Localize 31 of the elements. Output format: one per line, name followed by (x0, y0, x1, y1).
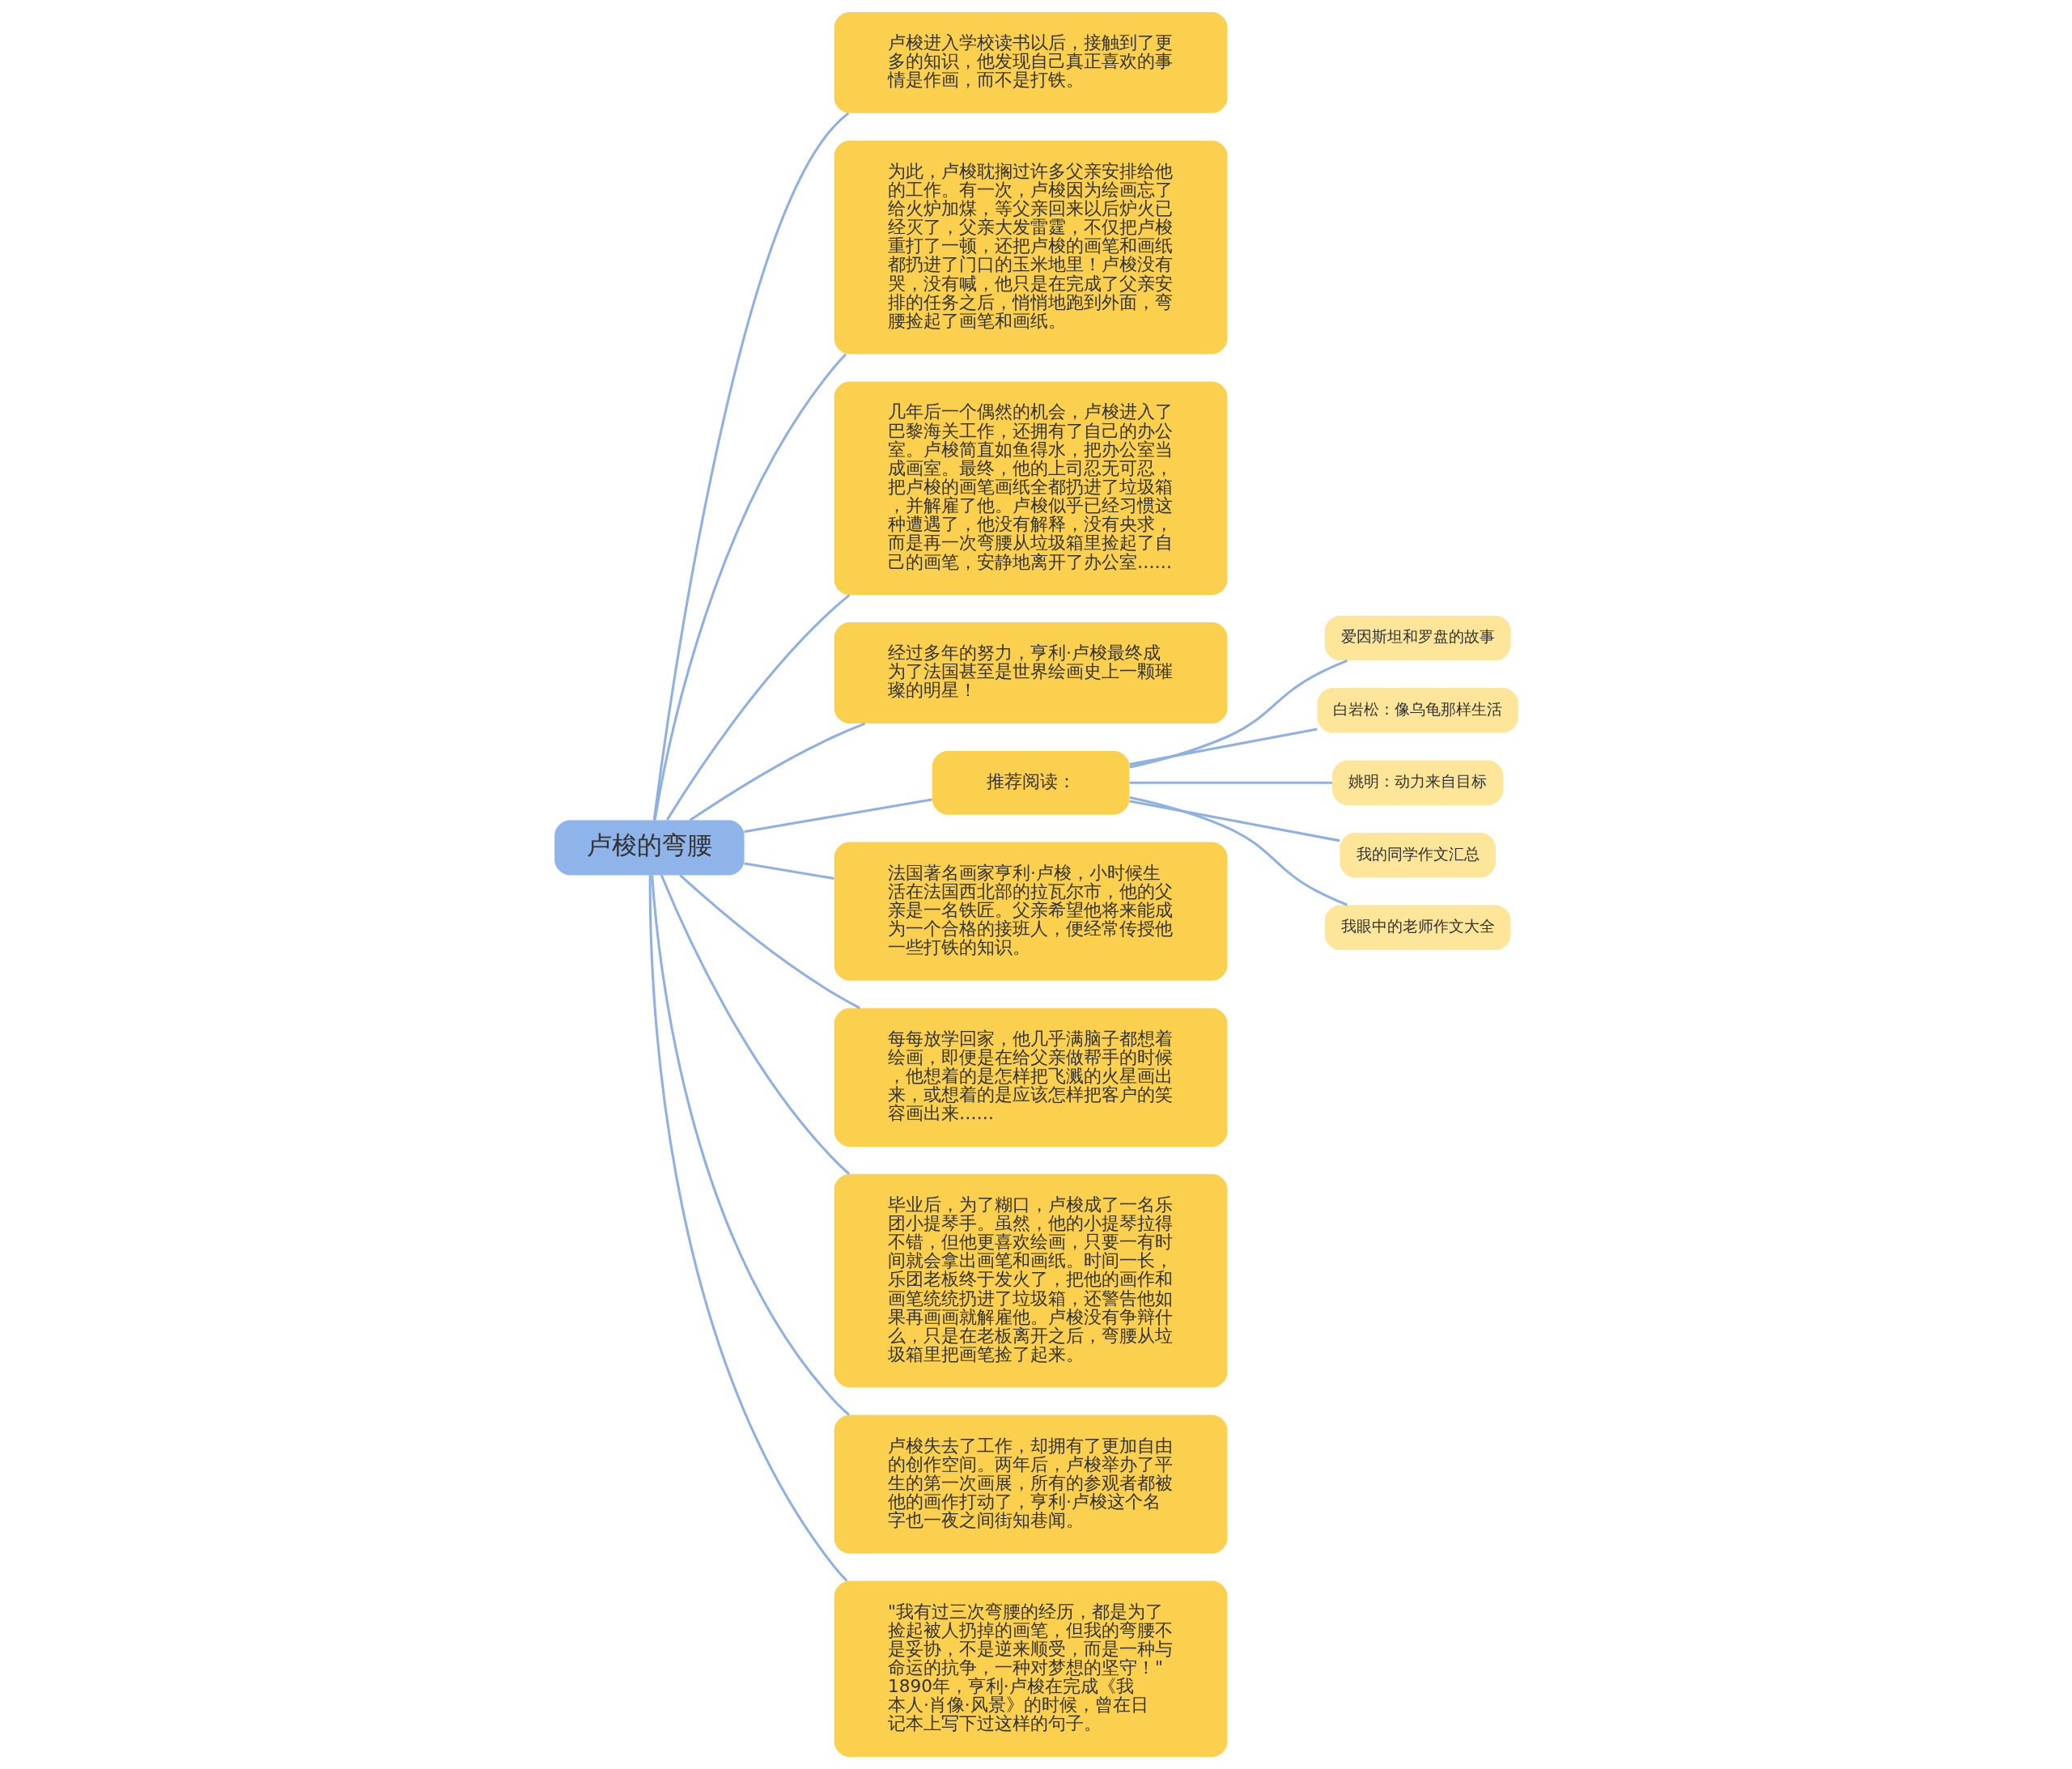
node-box: 姚明：动力来自目标 (1331, 760, 1503, 806)
node-box: 卢梭失去了工作，却拥有了更加自由的创作空间。两年后，卢梭举办了平生的第一次画展，所有的参观者都被他的画作打动了，亨利·卢梭这个名字也一夜之间街知巷闻。 (834, 1415, 1227, 1554)
connector (1129, 796, 1348, 906)
node-box: 卢梭进入学校读书以后，接触到了更多的知识，他发现自己真正喜欢的事情是作画，而不是打铁。 (834, 11, 1227, 113)
connector (678, 874, 860, 1009)
node-box: 为此，卢梭耽搁过许多父亲安排给他的工作。有一次，卢梭因为绘画忘了给火炉加煤，等父亲回来以后炉火已经灭了，父亲大发雷霆，不仅把卢梭重打了一顿，还把卢梭的画笔和画纸都扔进了门口的玉米地里！卢梭没有哭，没有喊，他只是在完成了父亲安排的任务之后，悄悄地跑到外面，弯腰捡起了画笔和画纸。 (834, 140, 1227, 354)
connector (689, 722, 865, 821)
connector (1128, 800, 1340, 842)
connector (650, 875, 850, 1416)
node-box: "我有过三次弯腰的经历，都是为了捡起被人扔掉的画笔，但我的弯腰不是妥协，不是逆来顺受，而是一种与命运的抗争，一种对梦想的坚守！"1890年，亨利·卢梭在完成《我本人·肖像·风景》的时候，曾在日记本上写下过这样的句子。 (834, 1580, 1227, 1758)
connector (652, 112, 849, 821)
connector (648, 875, 847, 1582)
node-box: 我的同学作文汇总 (1339, 833, 1496, 878)
node-box: 法国著名画家亨利·卢梭，小时候生活在法国西北部的拉瓦尔市，他的父亲是一名铁匠。父亲希望他将来能成为一个合格的接班人，便经常传授他一些打铁的知识。 (834, 842, 1227, 981)
node-box: 白岩松：像乌龟那样生活 (1317, 688, 1518, 733)
node-box: 卢梭的弯腰 (554, 820, 745, 876)
node-box: 经过多年的努力，亨利·卢梭最终成为了法国甚至是世界绘画史上一颗璀璨的明星！ (834, 622, 1227, 724)
node-box: 每每放学回家，他几乎满脑子都想着绘画，即便是在给父亲做帮手的时候，他想着的是怎样把飞溅的火星画出来，或想着的是应该怎样把客户的笑容画出来…… (834, 1008, 1227, 1147)
connector (1128, 728, 1318, 766)
connector (1129, 781, 1332, 784)
connector (653, 353, 847, 821)
node-box: 毕业后，为了糊口，卢梭成了一名乐团小提琴手。虽然，他的小提琴拉得不错，但他更喜欢绘画，只要一有时间就会拿出画笔和画纸。时间一长，乐团老板终于发火了，把他的画作和画笔统统扔进了垃圾箱，还警告他如果再画画就解雇他。卢梭没有争辩什么，只是在老板离开之后，弯腰从垃圾箱里把画笔捡了起来。 (834, 1173, 1227, 1388)
connector (743, 862, 834, 880)
connector (660, 874, 850, 1175)
connector (1129, 660, 1348, 769)
node-box: 爱因斯坦和罗盘的故事 (1324, 615, 1511, 661)
connector (743, 798, 932, 834)
node-box: 几年后一个偶然的机会，卢梭进入了巴黎海关工作，还拥有了自己的办公室。卢梭简直如鱼得水，把办公室当成画室。最终，他的上司忍无可忍，把卢梭的画笔画纸全都扔进了垃圾箱，并解雇了他。卢梭似乎已经习惯这种遭遇了，他没有解释，没有央求，而是再一次弯腰从垃圾箱里捡起了自己的画笔，安静地离开了办公室…… (834, 381, 1227, 596)
connector (665, 594, 850, 821)
node-box: 我眼中的老师作文大全 (1324, 905, 1511, 950)
node-box: 推荐阅读： (932, 750, 1129, 815)
